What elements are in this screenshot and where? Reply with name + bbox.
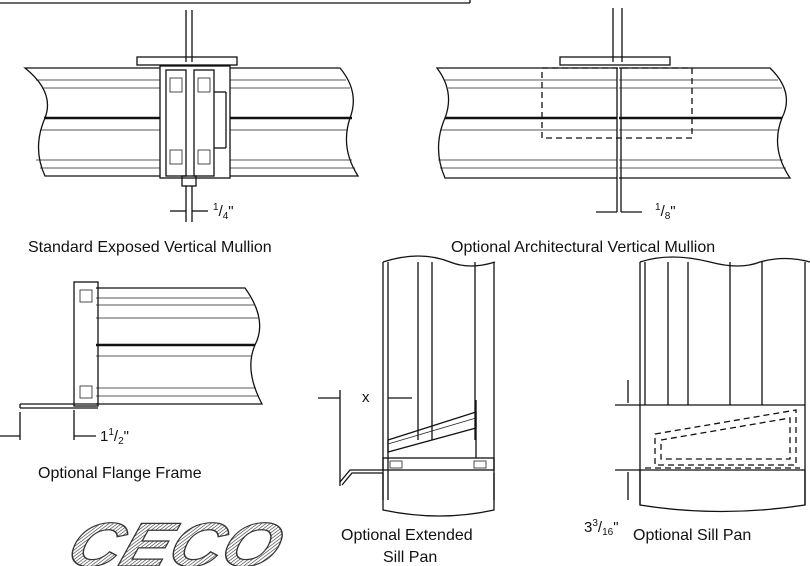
architectural-mullion-figure <box>435 8 792 213</box>
standard-gap-dimension: 1/4" <box>213 202 234 222</box>
flange-frame-figure <box>0 281 264 440</box>
ceco-logo: CECO <box>59 510 293 566</box>
extended-sill-caption-line2: Sill Pan <box>383 549 437 566</box>
architectural-mullion-caption: Optional Architectural Vertical Mullion <box>451 239 715 256</box>
architectural-gap-dimension: 1/8" <box>655 202 676 222</box>
standard-mullion-caption: Standard Exposed Vertical Mullion <box>28 239 272 256</box>
flange-den: 2 <box>118 436 124 447</box>
extended-sill-figure <box>318 255 496 517</box>
sill-height-num: 3 <box>592 518 598 529</box>
extended-sill-caption-line1: Optional Extended <box>341 527 473 544</box>
sill-height-unit: " <box>613 519 618 536</box>
flange-frame-caption: Optional Flange Frame <box>38 465 202 482</box>
sill-pan-figure <box>615 256 810 513</box>
sill-height-den: 16 <box>602 527 614 538</box>
standard-mullion-figure <box>23 10 360 222</box>
flange-unit: " <box>124 428 129 445</box>
top-border <box>0 0 471 4</box>
standard-gap-unit: " <box>228 203 233 220</box>
architectural-gap-den: 8 <box>665 211 671 222</box>
architectural-gap-unit: " <box>670 203 675 220</box>
flange-dimension: 11/2" <box>100 427 129 447</box>
standard-gap-num: 1 <box>213 202 219 213</box>
extended-x-dimension: x <box>362 389 370 406</box>
sill-height-dimension: 33/16" <box>584 518 619 538</box>
flange-whole: 1 <box>100 428 108 445</box>
standard-gap-den: 4 <box>223 211 229 222</box>
architectural-gap-num: 1 <box>655 202 661 213</box>
logo-text: CECO <box>60 510 292 566</box>
sill-height-whole: 3 <box>584 519 592 536</box>
sill-pan-caption: Optional Sill Pan <box>633 527 751 544</box>
flange-num: 1 <box>108 427 114 438</box>
